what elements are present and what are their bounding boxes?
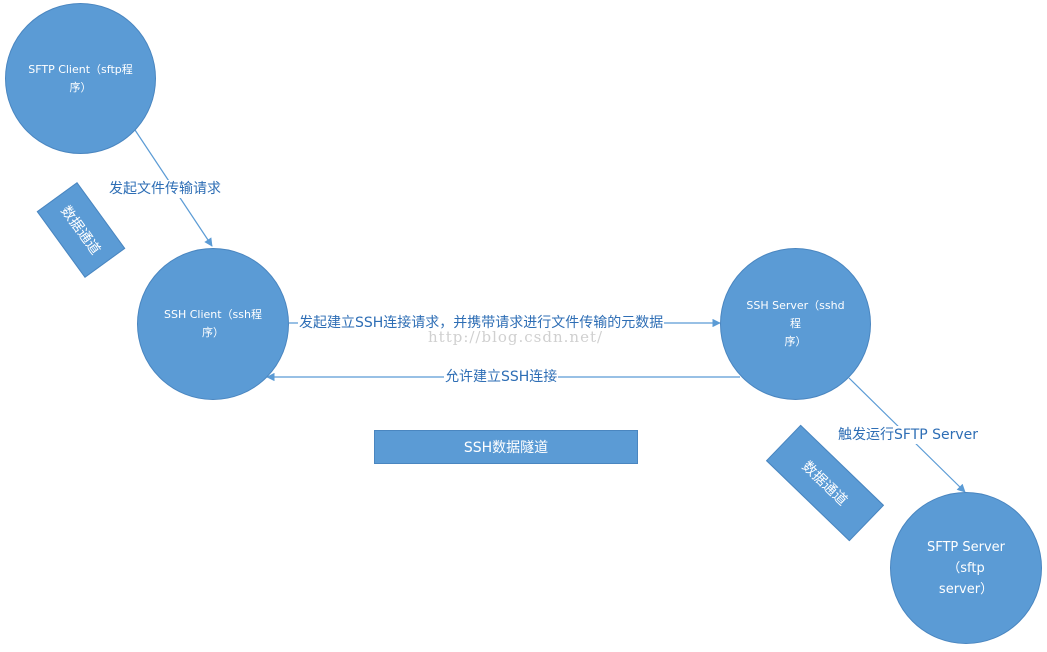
label-file-request: 发起文件传输请求 <box>108 180 222 198</box>
node-ssh-client-line2: 序） <box>201 326 224 339</box>
node-ssh-server-line2: 序） <box>784 335 807 348</box>
label-ssh-connect-request: 发起建立SSH连接请求，并携带请求进行文件传输的元数据 <box>298 314 665 332</box>
node-ssh-client: SSH Client（ssh程 序） <box>137 248 289 400</box>
label-trigger-sftp: 触发运行SFTP Server <box>837 426 980 444</box>
node-sftp-server-line1: SFTP Server（sftp <box>926 539 1006 576</box>
node-ssh-server-line1: SSH Server（sshd程 <box>746 299 845 330</box>
node-sftp-client-line1: SFTP Client（sftp程 <box>28 62 133 76</box>
ssh-tunnel-label: SSH数据隧道 <box>463 440 549 456</box>
label-allow-ssh: 允许建立SSH连接 <box>444 368 559 386</box>
node-sftp-server-line2: server） <box>938 581 994 597</box>
node-sftp-server: SFTP Server（sftp server） <box>890 492 1042 644</box>
node-sftp-client: SFTP Client（sftp程 序） <box>5 3 156 154</box>
node-sftp-client-line2: 序） <box>69 80 92 94</box>
node-ssh-server: SSH Server（sshd程 序） <box>720 248 871 400</box>
ssh-tunnel-box: SSH数据隧道 <box>374 430 638 464</box>
node-ssh-client-line1: SSH Client（ssh程 <box>163 308 262 321</box>
watermark: http://blog.csdn.net/ <box>428 328 604 346</box>
